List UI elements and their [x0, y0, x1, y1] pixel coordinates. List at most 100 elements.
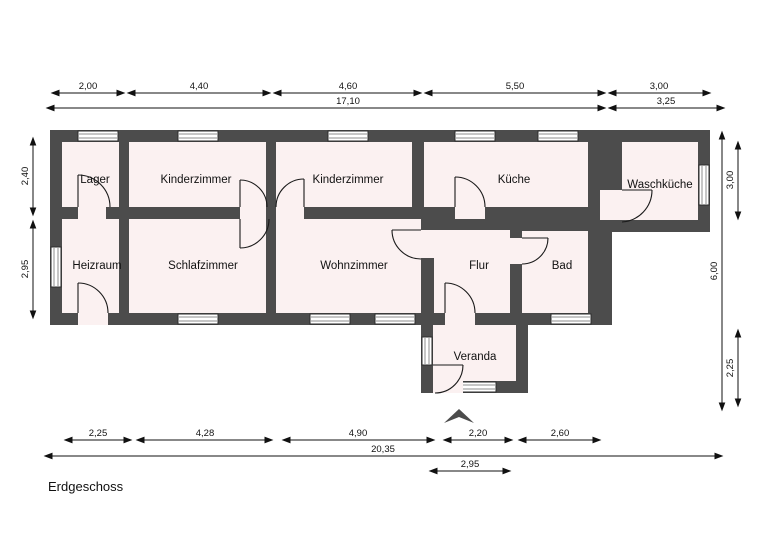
left-dim-label-1: 2,40: [20, 167, 31, 186]
room-fill-lager: [62, 142, 119, 207]
wall-h-main-mid: [50, 207, 422, 219]
window-bad-bottom: [550, 313, 592, 325]
right-dim-total-label: 6,00: [709, 262, 720, 281]
room-label-lager: Lager: [80, 174, 110, 186]
right-dim-label-2: 2,25: [725, 359, 736, 378]
room-label-kinderzimmer1: Kinderzimmer: [161, 174, 232, 186]
top-dim-segment-1: 2,00: [50, 81, 126, 97]
top-dim-label-2: 4,40: [190, 81, 209, 92]
window-heizraum-left: [50, 246, 62, 288]
room-label-bad: Bad: [552, 260, 572, 272]
room-label-kueche: Küche: [498, 174, 531, 186]
door-kueche: [454, 176, 486, 219]
north-arrow-icon: [444, 409, 474, 423]
door-flur-bad: [510, 237, 549, 265]
bottom-dim-label-1: 2,25: [89, 428, 108, 439]
wall-v-veranda-right: [516, 325, 528, 393]
room-label-veranda: Veranda: [454, 351, 497, 363]
room-label-waschkueche: Waschküche: [627, 179, 692, 191]
wall-v-kind1-kind2: [266, 130, 276, 219]
top-dim-segment-3: 4,60: [272, 81, 423, 97]
bottom-dim-total-label: 20,35: [371, 444, 395, 455]
bottom-dimension-chain: 2,25 4,28 4,90 2,20 2,60: [43, 428, 724, 475]
right-dim-segment-2: 2,25: [725, 328, 742, 408]
bottom-dim-segment-2: 4,28: [135, 428, 274, 444]
windows: [50, 130, 710, 393]
room-label-heizraum: Heizraum: [72, 260, 121, 272]
room-fill-bad: [522, 230, 588, 313]
bottom-dim-segment-4: 2,20: [442, 428, 514, 444]
room-labels: Lager Kinderzimmer Kinderzimmer Küche Wa…: [72, 174, 692, 363]
room-label-flur: Flur: [469, 260, 489, 272]
top-dim-label-4: 5,50: [506, 81, 525, 92]
window-kinderzimmer2-top: [327, 130, 369, 142]
top-dim-segment-2: 4,40: [126, 81, 272, 97]
wall-h-bad-top: [510, 219, 588, 231]
top-dim-label-1: 2,00: [79, 81, 98, 92]
bottom-dim-extra: 2,95: [428, 459, 512, 475]
window-waschkueche-right: [698, 164, 710, 206]
wall-v-kueche-waschkueche: [588, 130, 600, 232]
wall-h-kueche-bottom: [424, 207, 588, 219]
room-fill-kinderzimmer1: [129, 142, 266, 207]
wall-v-kind2-kueche: [412, 130, 424, 219]
door-heizraum: [77, 282, 109, 325]
window-wohnzimmer-bottom-left: [309, 313, 351, 325]
wall-v-lager-kind1: [119, 130, 129, 219]
room-fill-kueche: [424, 142, 588, 207]
door-kinderzimmer2: [275, 178, 305, 219]
bottom-dim-extra-label: 2,95: [461, 459, 480, 470]
door-lager: [77, 174, 111, 219]
right-dim-segment-1: 3,00: [725, 140, 742, 221]
bottom-dim-segment-5: 2,60: [517, 428, 602, 444]
wall-h-waschkueche-bottom: [600, 220, 710, 232]
room-label-kinderzimmer2: Kinderzimmer: [313, 174, 384, 186]
top-dimension-chain: 2,00 4,40 4,60 5,50 3,00: [45, 81, 726, 112]
left-dim-label-2: 2,95: [20, 260, 31, 279]
top-dim-total-right: 3,25: [607, 96, 726, 112]
room-label-schlafzimmer: Schlafzimmer: [168, 260, 238, 272]
top-dim-label-3: 4,60: [339, 81, 358, 92]
page-title: Erdgeschoss: [48, 479, 124, 494]
door-veranda: [433, 364, 464, 394]
bottom-dim-segment-1: 2,25: [63, 428, 133, 444]
room-fill-wohnzimmer: [276, 219, 421, 313]
bottom-dim-label-5: 2,60: [551, 428, 570, 439]
top-dim-segment-5: 3,00: [607, 81, 712, 97]
bottom-dim-label-3: 4,90: [349, 428, 368, 439]
room-fill-kinderzimmer2: [276, 142, 412, 207]
top-dim-label-5: 3,00: [650, 81, 669, 92]
window-kinderzimmer1-top: [177, 130, 219, 142]
top-dim-total-right-label: 3,25: [657, 96, 676, 107]
right-dim-total: 6,00: [709, 130, 726, 412]
room-fill-heizraum: [62, 219, 119, 313]
door-wohnzimmer-flur: [391, 229, 434, 260]
top-dim-total-left-label: 17,10: [336, 96, 360, 107]
bottom-dim-segment-3: 4,90: [281, 428, 436, 444]
room-fill-waschkueche: [622, 142, 698, 220]
bottom-dim-label-2: 4,28: [196, 428, 215, 439]
window-kueche-top-right: [537, 130, 579, 142]
room-label-wohnzimmer: Wohnzimmer: [320, 260, 388, 272]
wall-v-heiz-schlaf: [119, 219, 129, 325]
doors: [77, 174, 653, 394]
window-veranda-left: [421, 336, 433, 366]
left-dim-segment-1: 2,40: [20, 136, 37, 217]
door-flur-veranda: [444, 282, 476, 325]
window-wohnzimmer-bottom-right: [374, 313, 416, 325]
left-dim-segment-2: 2,95: [20, 219, 37, 320]
door-schlafzimmer-upper: [239, 207, 270, 249]
building: Lager Kinderzimmer Kinderzimmer Küche Wa…: [50, 130, 710, 394]
left-dimension-chain: 2,40 2,95: [20, 136, 37, 320]
right-dimension-chain: 6,00 3,00 2,25: [709, 130, 742, 412]
bottom-dim-total: 20,35: [43, 444, 724, 460]
bottom-dim-label-4: 2,20: [469, 428, 488, 439]
right-dim-label-1: 3,00: [725, 171, 736, 190]
top-dim-total-left: 17,10: [45, 96, 607, 112]
door-waschkueche: [600, 189, 653, 223]
room-fill-schlafzimmer: [129, 219, 266, 313]
wall-v-flur-bad: [510, 219, 522, 325]
window-schlafzimmer-bottom: [177, 313, 219, 325]
